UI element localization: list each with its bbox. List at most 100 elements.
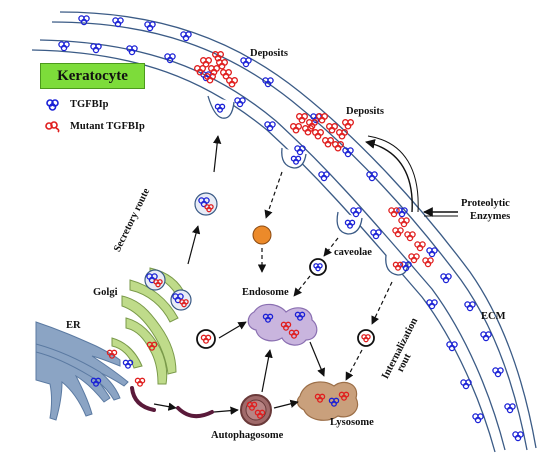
- mutant-tgfbip-protein-marker: [301, 125, 315, 136]
- mutant-tgfbip-protein-marker: [225, 77, 239, 88]
- mutant-tgfbip-protein-marker: [199, 57, 213, 68]
- arrow-enzymes-to-deposits-outline: [367, 135, 419, 213]
- tgfbip-protein-marker: [240, 57, 252, 68]
- mutant-tgfbip-legend-icon: [45, 121, 60, 133]
- endosome-body: [247, 303, 318, 346]
- phagophore-1: [130, 386, 156, 412]
- mutant-tgfbip-protein-marker: [134, 377, 146, 387]
- mutant-tgfbip-protein-marker: [398, 217, 410, 228]
- endoplasmic-reticulum: [35, 321, 129, 421]
- tgfbip-protein-marker: [234, 97, 246, 108]
- tgfbip-protein-marker: [262, 77, 274, 88]
- label-proteolytic: Proteolytic: [461, 198, 510, 209]
- mutant-tgfbip-protein-marker: [314, 393, 326, 403]
- title-box: Keratocyte: [40, 63, 145, 89]
- tgfbip-protein-marker: [492, 367, 504, 378]
- mutant-tgfbip-protein-marker: [341, 119, 355, 130]
- phagophore-2: [176, 406, 214, 419]
- tgfbip-protein-marker: [294, 311, 306, 321]
- mutant-tgfbip-protein-marker: [146, 341, 158, 351]
- mutant-tgfbip-protein-marker: [200, 334, 212, 344]
- arrow-phagophore-to-phagophore: [153, 402, 177, 411]
- tgfbip-protein-marker: [262, 313, 274, 323]
- arrow-dash-internal-to-lysosome: [345, 349, 363, 381]
- protein-markers: [58, 15, 524, 442]
- tgfbip-protein-marker: [126, 45, 138, 56]
- mutant-tgfbip-protein-marker: [422, 257, 434, 268]
- tgfbip-protein-marker: [504, 403, 516, 414]
- mutant-tgfbip-protein-marker: [392, 227, 404, 238]
- mutant-tgfbip-protein-marker: [388, 207, 400, 218]
- mutant-tgfbip-protein-marker: [207, 65, 221, 76]
- tgfbip-protein-marker: [180, 31, 192, 42]
- arrow-enzymes-to-deposits: [365, 139, 413, 213]
- tgfbip-protein-marker: [426, 299, 438, 310]
- mutant-tgfbip-protein-marker: [335, 129, 349, 140]
- tgfbip-protein-marker: [122, 359, 134, 369]
- mutant-tgfbip-protein-marker: [280, 321, 292, 331]
- mutant-tgfbip-protein-marker: [321, 137, 335, 148]
- tgfbip-protein-marker: [472, 413, 484, 424]
- tgfbip-protein-marker: [400, 261, 412, 272]
- mutant-tgfbip-protein-marker: [289, 123, 303, 134]
- tgfbip-protein-marker: [90, 377, 102, 387]
- tgfbip-protein-marker: [172, 293, 184, 304]
- label-caveolae: caveolae: [334, 247, 372, 258]
- tgfbip-protein-marker: [480, 331, 492, 342]
- arrow-phagophore-to-autophagosome: [213, 406, 239, 415]
- arrow-secretory-up: [212, 135, 222, 173]
- tgfbip-protein-marker: [328, 397, 340, 407]
- legend-tgfbip-label: TGFBIp: [70, 99, 109, 110]
- mutant-tgfbip-protein-marker: [311, 129, 325, 140]
- tgfbip-protein-marker: [370, 229, 382, 240]
- arrow-dash-pit-to-internal: [371, 281, 393, 325]
- mutant-tgfbip-protein-marker: [338, 391, 350, 401]
- tgfbip-protein-marker: [112, 17, 124, 28]
- tgfbip-protein-marker: [318, 171, 330, 182]
- tgfbip-protein-marker: [446, 341, 458, 352]
- arrow-dash-vesicle-to-endosome: [293, 275, 311, 297]
- mutant-tgfbip-protein-marker: [404, 231, 416, 242]
- mutant-tgfbip-protein-marker: [414, 241, 426, 252]
- arrow-dash-caveolae-to-vesicle: [323, 237, 339, 257]
- arrow-endosome-to-lysosome: [309, 341, 326, 377]
- tgfbip-protein-marker: [426, 247, 438, 258]
- mutant-tgfbip-protein-marker: [246, 401, 258, 411]
- mutant-tgfbip-protein-marker: [325, 123, 339, 134]
- mutant-tgfbip-protein-marker: [288, 329, 300, 339]
- tgfbip-protein-marker: [198, 197, 210, 208]
- label-lysosome: Lysosome: [330, 417, 374, 428]
- lysosome-body: [296, 381, 359, 421]
- label-autophagosome: Autophagosome: [211, 430, 284, 441]
- tgfbip-protein-marker: [440, 273, 452, 284]
- mutant-tgfbip-protein-marker: [106, 349, 118, 359]
- tgfbip-protein-marker: [512, 431, 524, 442]
- tgfbip-protein-marker: [290, 155, 302, 165]
- mutant-tgfbip-protein-marker: [179, 299, 189, 308]
- mutant-tgfbip-protein-marker: [219, 69, 233, 80]
- membrane-pits: [207, 95, 409, 276]
- label-enzymes: Enzymes: [470, 211, 511, 222]
- mutant-tgfbip-protein-marker: [361, 334, 371, 343]
- mutant-tgfbip-protein-marker: [193, 65, 207, 76]
- tgfbip-protein-marker: [264, 121, 276, 132]
- label-golgi: Golgi: [93, 287, 118, 298]
- arrow-vesicle-to-endosome: [218, 321, 247, 339]
- tgfbip-protein-marker: [90, 43, 102, 54]
- tgfbip-protein-marker: [144, 21, 156, 32]
- tgfbip-protein-marker: [396, 207, 408, 218]
- mutant-tgfbip-protein-marker: [254, 409, 266, 419]
- tgfbip-protein-marker: [214, 103, 226, 113]
- tgfbip-protein-marker: [460, 379, 472, 390]
- tgfbip-protein-marker: [58, 41, 70, 52]
- tgfbip-protein-marker: [366, 171, 378, 182]
- tgfbip-protein-marker: [350, 207, 362, 218]
- mutant-tgfbip-protein-marker: [408, 253, 420, 264]
- tgfbip-protein-marker: [344, 219, 356, 229]
- mutant-tgfbip-protein-marker: [203, 73, 217, 84]
- mutant-tgfbip-protein-marker: [211, 51, 225, 62]
- tgfbip-protein-marker: [294, 145, 306, 156]
- arrow-autophagosome-to-endosome: [261, 349, 273, 393]
- tgfbip-protein-marker: [164, 53, 176, 64]
